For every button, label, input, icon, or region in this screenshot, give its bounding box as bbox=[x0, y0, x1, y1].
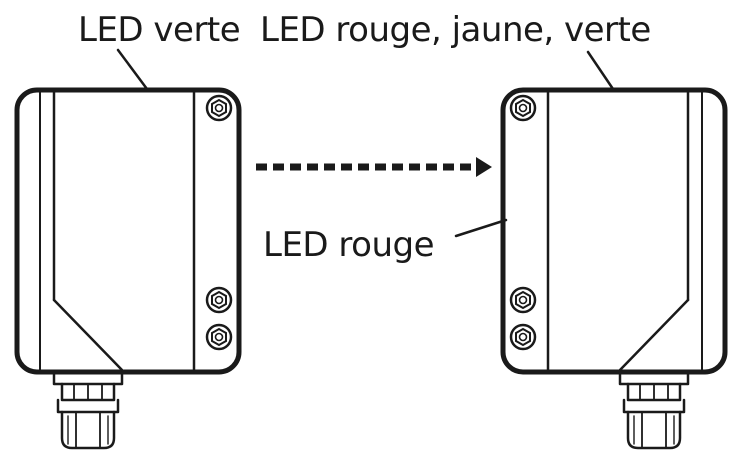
emitter-led-leader bbox=[116, 48, 149, 91]
screw-icon bbox=[509, 286, 537, 314]
screw-icon bbox=[205, 94, 233, 122]
arrowhead-icon bbox=[476, 157, 492, 177]
screw-icon bbox=[509, 94, 537, 122]
receiver-red-led-leader bbox=[454, 218, 508, 238]
beam-arrow bbox=[256, 157, 492, 177]
receiver-cable-gland bbox=[618, 370, 690, 450]
screw-icon bbox=[205, 286, 233, 314]
receiver-leds-label: LED rouge, jaune, verte bbox=[260, 10, 651, 50]
receiver-sensor bbox=[454, 50, 728, 450]
emitter-cable-gland bbox=[52, 370, 124, 450]
receiver-housing bbox=[500, 87, 728, 375]
emitter-sensor bbox=[14, 48, 242, 450]
screw-icon bbox=[509, 323, 537, 351]
receiver-red-led-label: LED rouge bbox=[263, 225, 435, 265]
emitter-led-label: LED verte bbox=[78, 10, 241, 50]
screw-icon bbox=[205, 323, 233, 351]
receiver-leds-leader bbox=[586, 50, 615, 91]
emitter-housing bbox=[14, 87, 242, 375]
